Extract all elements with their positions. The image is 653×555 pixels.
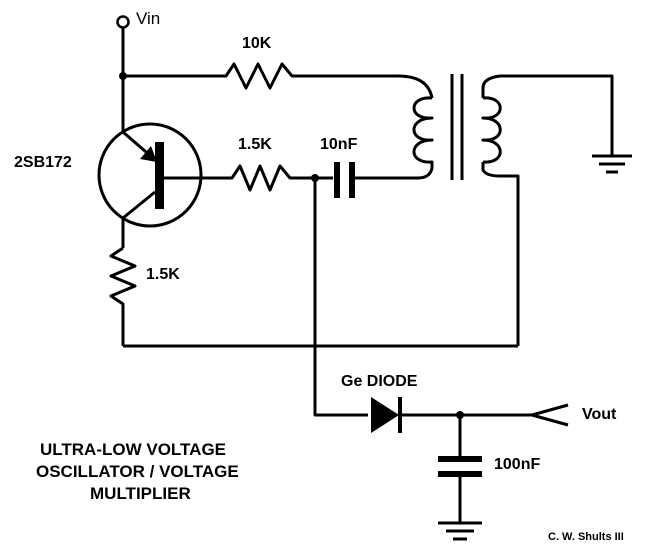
vin-terminal: [116, 15, 130, 29]
title-line-2: OSCILLATOR / VOLTAGE: [36, 462, 239, 481]
wire-top: [123, 62, 434, 99]
transformer-primary: [412, 96, 434, 180]
wire-to-diode: [313, 178, 368, 417]
diode-triangle: [371, 397, 399, 433]
wire-base: [164, 164, 333, 192]
label-resistor-base: 1.5K: [238, 136, 272, 153]
transformer-secondary: [481, 96, 502, 164]
author-credit: C. W. Shults III: [548, 531, 624, 543]
label-vout: Vout: [582, 406, 617, 423]
secondary-bottom-wire: [481, 162, 520, 346]
vout-terminal: [530, 403, 569, 427]
emitter-arrow: [140, 146, 157, 162]
resistor-vertical: [109, 246, 137, 346]
label-vin: Vin: [136, 9, 161, 28]
transistor-base-bar: [155, 142, 164, 209]
label-capacitor-10nf: 10nF: [320, 136, 358, 153]
label-diode: Ge DIODE: [341, 373, 418, 390]
label-capacitor-100nf: 100nF: [494, 456, 541, 473]
title-line-1: ULTRA-LOW VOLTAGE: [40, 440, 227, 459]
ground-symbol-secondary: [592, 154, 632, 174]
transistor-body: [97, 122, 203, 228]
transistor-collector-lead: [122, 190, 156, 220]
label-resistor-emitter: 1.5K: [146, 266, 180, 283]
label-transistor: 2SB172: [14, 154, 72, 171]
title-line-3: MULTIPLIER: [90, 484, 191, 503]
secondary-top-wire: [481, 74, 614, 156]
ground-symbol-output: [438, 521, 482, 541]
label-resistor-10k: 10K: [242, 35, 272, 52]
